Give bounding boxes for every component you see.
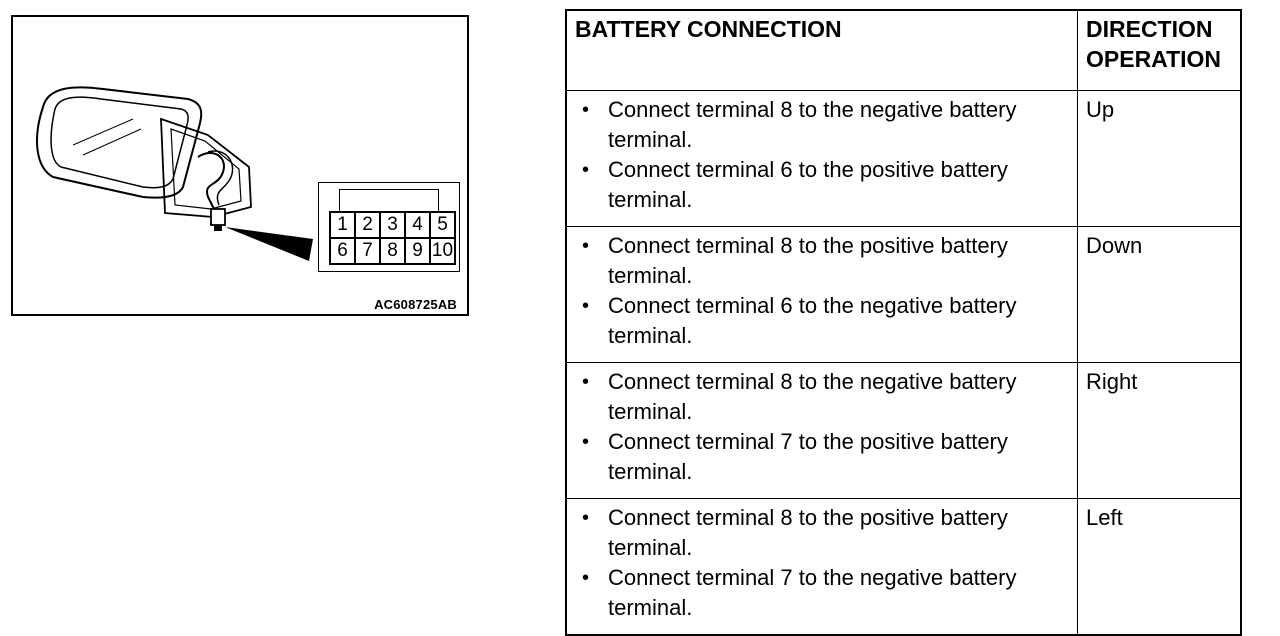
connection-steps: Connect terminal 8 to the positive batte… bbox=[575, 231, 1069, 351]
header-direction-operation: DIRECTION OPERATION bbox=[1077, 9, 1242, 91]
table-row: Connect terminal 8 to the negative batte… bbox=[565, 362, 1242, 499]
table-header-row: BATTERY CONNECTION DIRECTION OPERATION bbox=[565, 9, 1242, 91]
connection-step: Connect terminal 8 to the positive batte… bbox=[582, 503, 1069, 563]
connector-pin: 10 bbox=[430, 238, 455, 264]
connector-diagram: 1 2 3 4 5 6 7 8 9 10 bbox=[318, 182, 460, 272]
direction-cell: Down bbox=[1077, 226, 1242, 363]
connection-step: Connect terminal 8 to the positive batte… bbox=[582, 231, 1069, 291]
connection-steps: Connect terminal 8 to the negative batte… bbox=[575, 367, 1069, 487]
battery-connection-table: BATTERY CONNECTION DIRECTION OPERATION C… bbox=[565, 9, 1242, 636]
battery-connection-cell: Connect terminal 8 to the negative batte… bbox=[565, 90, 1078, 227]
connection-step: Connect terminal 8 to the negative batte… bbox=[582, 367, 1069, 427]
connector-pin: 1 bbox=[330, 212, 355, 238]
battery-connection-cell: Connect terminal 8 to the positive batte… bbox=[565, 498, 1078, 636]
direction-cell: Left bbox=[1077, 498, 1242, 636]
connector-pin: 7 bbox=[355, 238, 380, 264]
connection-steps: Connect terminal 8 to the negative batte… bbox=[575, 95, 1069, 215]
table-row: Connect terminal 8 to the negative batte… bbox=[565, 90, 1242, 227]
connector-pin: 3 bbox=[380, 212, 405, 238]
connector-pin-grid: 1 2 3 4 5 6 7 8 9 10 bbox=[329, 211, 456, 265]
connector-pin: 2 bbox=[355, 212, 380, 238]
battery-connection-cell: Connect terminal 8 to the negative batte… bbox=[565, 362, 1078, 499]
table-row: Connect terminal 8 to the positive batte… bbox=[565, 498, 1242, 636]
connector-pin: 5 bbox=[430, 212, 455, 238]
connector-pin: 4 bbox=[405, 212, 430, 238]
connector-pin: 9 bbox=[405, 238, 430, 264]
table-row: Connect terminal 8 to the positive batte… bbox=[565, 226, 1242, 363]
battery-connection-cell: Connect terminal 8 to the positive batte… bbox=[565, 226, 1078, 363]
header-direction-line2: OPERATION bbox=[1086, 46, 1222, 72]
connector-pin: 6 bbox=[330, 238, 355, 264]
connection-step: Connect terminal 8 to the negative batte… bbox=[582, 95, 1069, 155]
header-battery-connection: BATTERY CONNECTION bbox=[565, 9, 1078, 91]
connection-step: Connect terminal 7 to the positive batte… bbox=[582, 427, 1069, 487]
direction-cell: Up bbox=[1077, 90, 1242, 227]
connection-steps: Connect terminal 8 to the positive batte… bbox=[575, 503, 1069, 623]
connector-latch bbox=[339, 189, 439, 211]
connection-step: Connect terminal 6 to the negative batte… bbox=[582, 291, 1069, 351]
side-mirror-illustration bbox=[36, 86, 313, 261]
connector-pin: 8 bbox=[380, 238, 405, 264]
connection-step: Connect terminal 7 to the negative batte… bbox=[582, 563, 1069, 623]
connection-step: Connect terminal 6 to the positive batte… bbox=[582, 155, 1069, 215]
mirror-figure: 1 2 3 4 5 6 7 8 9 10 AC608725AB bbox=[11, 15, 469, 316]
direction-cell: Right bbox=[1077, 362, 1242, 499]
figure-id-label: AC608725AB bbox=[374, 297, 457, 312]
header-direction-line1: DIRECTION bbox=[1086, 16, 1213, 42]
